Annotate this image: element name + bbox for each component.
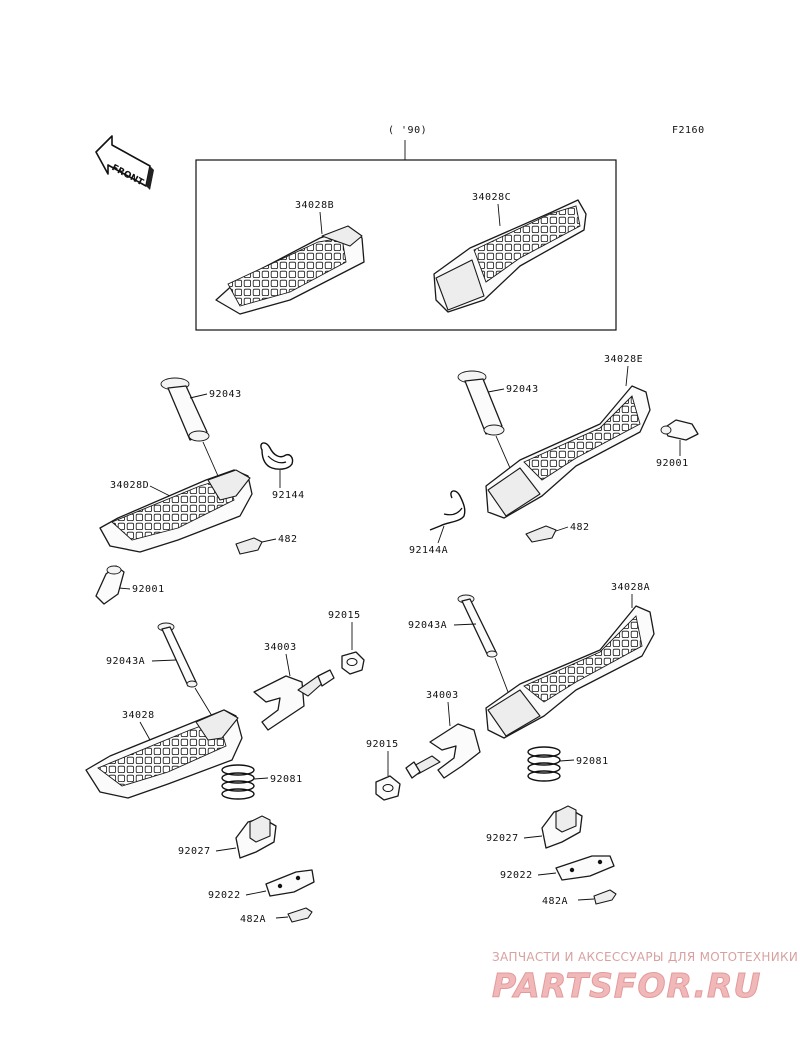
footpeg-34028E (485, 385, 651, 519)
clip-482A-right (593, 889, 617, 905)
nut-92015-left (341, 651, 365, 675)
label-482-left: 482 (278, 534, 298, 545)
label-92144: 92144 (272, 490, 305, 501)
footpeg-34028D (99, 469, 253, 553)
spring-92081-right (527, 746, 561, 782)
label-92043-left: 92043 (209, 389, 242, 400)
footpeg-34028C (433, 199, 587, 313)
bracket-34003-right (405, 723, 481, 779)
spring-92081-left (221, 764, 255, 800)
label-92027-left: 92027 (178, 846, 211, 857)
bracket-34003-left (253, 669, 335, 731)
label-92081-left: 92081 (270, 774, 303, 785)
label-92081-right: 92081 (576, 756, 609, 767)
label-34003-left: 34003 (264, 642, 297, 653)
label-92001-right: 92001 (656, 458, 689, 469)
option-frame (195, 159, 617, 331)
footpeg-34028A (485, 605, 655, 739)
cap-92001-right (660, 419, 699, 441)
label-92001-left: 92001 (132, 584, 165, 595)
watermark-tagline: ЗАПЧАСТИ И АКСЕССУАРЫ ДЛЯ МОТОТЕХНИКИ (492, 950, 799, 964)
label-34028A: 34028A (611, 582, 650, 593)
holder-92027-left (235, 815, 277, 859)
label-34003-right: 34003 (426, 690, 459, 701)
watermark-logo: PARTSFOR.RU (491, 966, 762, 1006)
plate-92022-right (555, 855, 615, 881)
footpeg-34028B (215, 225, 365, 315)
label-34028B: 34028B (295, 200, 334, 211)
front-arrow-icon: FRONT (95, 135, 154, 190)
option-label: ( '90) (388, 125, 427, 136)
label-482-right: 482 (570, 522, 590, 533)
label-92043A-left: 92043A (106, 656, 145, 667)
nut-92015-right (375, 775, 401, 801)
pin-92043A-right (457, 594, 498, 658)
label-34028: 34028 (122, 710, 155, 721)
pin-92043-right (457, 370, 505, 436)
clip-482-left (235, 537, 263, 555)
holder-92027-right (541, 805, 583, 849)
spring-92144A (429, 490, 466, 531)
spring-92144 (260, 442, 294, 470)
label-92043-right: 92043 (506, 384, 539, 395)
label-482A-right: 482A (542, 896, 568, 907)
label-34028E: 34028E (604, 354, 643, 365)
label-92027-right: 92027 (486, 833, 519, 844)
label-92015-right: 92015 (366, 739, 399, 750)
clip-482A-left (287, 907, 313, 923)
label-482A-left: 482A (240, 914, 266, 925)
footpeg-34028 (85, 709, 243, 799)
clip-482-right (525, 525, 557, 543)
diagram-code: F2160 (672, 125, 705, 136)
label-92022-left: 92022 (208, 890, 241, 901)
label-92043A-right: 92043A (408, 620, 447, 631)
pin-92043-left (160, 377, 210, 442)
label-34028C: 34028C (472, 192, 511, 203)
label-92144A: 92144A (409, 545, 448, 556)
label-92015-left: 92015 (328, 610, 361, 621)
pin-92043A-left (157, 622, 198, 688)
cap-92001-left (95, 565, 125, 605)
label-92022-right: 92022 (500, 870, 533, 881)
plate-92022-left (265, 869, 315, 897)
label-34028D: 34028D (110, 480, 149, 491)
